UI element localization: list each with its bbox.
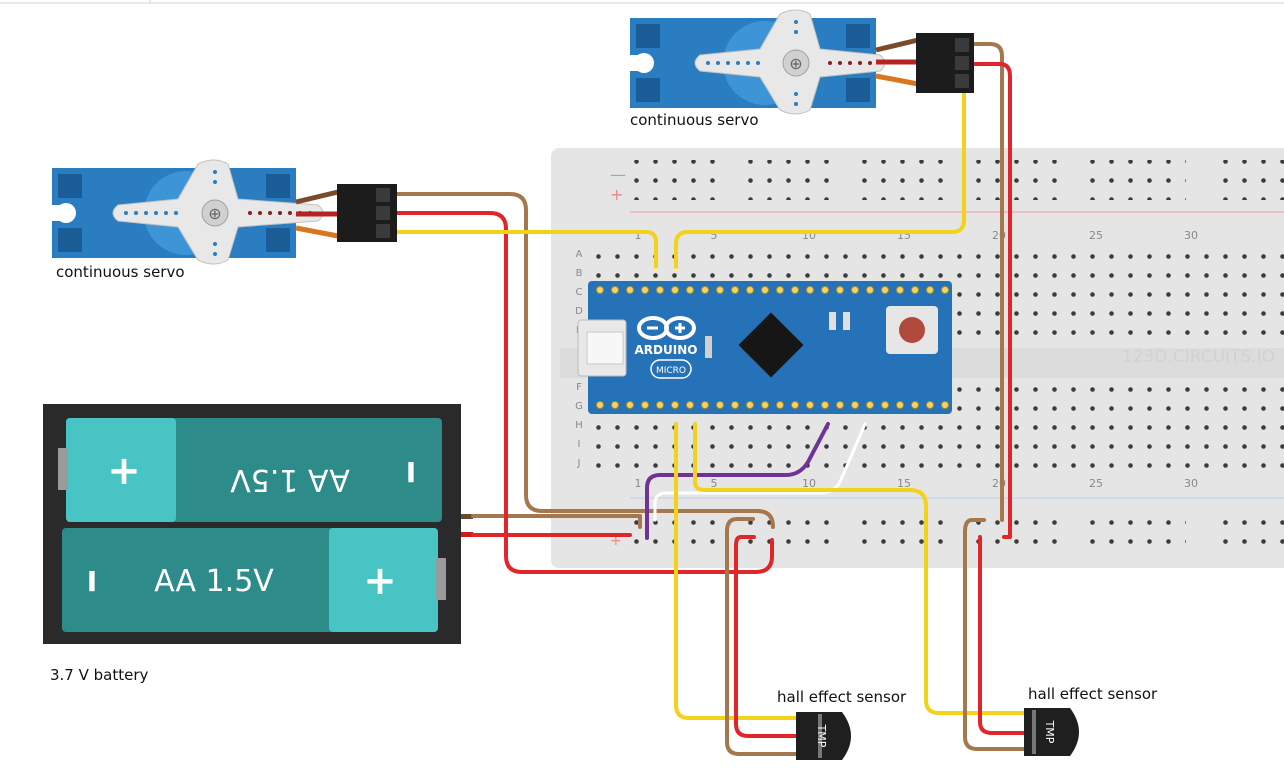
- col-number: 10: [802, 477, 816, 490]
- wire-hall-left-ground: [725, 517, 824, 756]
- wire-left-servo-signal: [395, 230, 658, 272]
- battery-cell-label-top: AA 1.5V: [230, 462, 350, 497]
- arduino-logo-icon: [637, 316, 696, 340]
- arduino-model: MICRO: [656, 366, 686, 376]
- battery-plus-bottom: +: [363, 558, 397, 604]
- rail-holes: [1086, 160, 1186, 200]
- battery-holder[interactable]: + AA 1.5V I I AA 1.5V +: [43, 404, 473, 644]
- rail-plus-label: +: [610, 185, 623, 204]
- col-number: 5: [711, 229, 718, 242]
- rail-minus-label: —: [610, 165, 626, 184]
- row-label: H: [575, 420, 583, 431]
- label-servo-top: continuous servo: [630, 111, 759, 129]
- row-label: F: [576, 382, 582, 393]
- row-label: I: [578, 439, 581, 450]
- sensor-chip-label: TMP: [1043, 720, 1056, 744]
- label-servo-left: continuous servo: [56, 263, 185, 281]
- col-number: 1: [635, 477, 642, 490]
- col-number: 30: [1184, 229, 1198, 242]
- row-label: B: [576, 268, 583, 279]
- mcu-chip: [738, 312, 804, 378]
- servo-top[interactable]: ⊕: [628, 9, 974, 115]
- wire-hall-left-signal: [674, 422, 822, 720]
- sensor-chip-label: TMP: [815, 724, 828, 748]
- battery-cell-label-bottom: AA 1.5V: [154, 564, 274, 599]
- row-label: G: [575, 401, 583, 412]
- wire-top-servo-signal: [674, 90, 966, 272]
- col-number: 5: [711, 477, 718, 490]
- servo-screw-icon: ⊕: [208, 204, 221, 223]
- arduino-brand: ARDUINO: [635, 343, 698, 357]
- rail-holes: [1215, 160, 1284, 200]
- servo-screw-icon: ⊕: [789, 54, 802, 73]
- rail-holes: [628, 160, 728, 200]
- wire-purple: [645, 422, 830, 540]
- wire-left-servo-ground: [395, 192, 775, 529]
- rail-holes: [743, 160, 843, 200]
- wire-left-servo-power: [395, 211, 774, 574]
- label-hall-left: hall effect sensor: [777, 688, 907, 706]
- hall-sensor-right[interactable]: TMP: [1024, 708, 1079, 756]
- wire-hall-right-signal: [693, 422, 1038, 715]
- rail-holes: [1086, 510, 1186, 550]
- arduino-micro[interactable]: ARDUINO MICRO: [577, 281, 952, 414]
- wire-top-servo-ground: [973, 42, 1004, 522]
- rail-plus-label-bottom: +: [610, 533, 622, 549]
- wire-white: [653, 422, 867, 522]
- battery-minus-bottom: I: [87, 565, 97, 598]
- label-hall-right: hall effect sensor: [1028, 685, 1158, 703]
- wire-hall-right-ground: [963, 518, 1038, 751]
- row-label: A: [576, 249, 583, 260]
- battery-minus-top: I: [406, 456, 416, 489]
- wires: [395, 42, 1038, 756]
- rail-holes: [971, 510, 1071, 550]
- battery-plus-top: +: [107, 448, 141, 494]
- servo-left[interactable]: ⊕: [50, 159, 397, 265]
- row-label: C: [576, 287, 583, 298]
- col-number: 30: [1184, 477, 1198, 490]
- wire-hall-right-power: [978, 535, 1038, 735]
- watermark: 123D.CIRCUITS.IO: [1122, 347, 1275, 367]
- col-number: 15: [897, 477, 911, 490]
- wire-hall-left-power: [734, 535, 824, 738]
- rail-holes: [971, 160, 1071, 200]
- rail-holes: [857, 160, 957, 200]
- col-number: 25: [1089, 477, 1103, 490]
- rail-holes: [743, 510, 843, 550]
- rail-holes: [1215, 510, 1284, 550]
- wire-top-servo-power: [973, 62, 1012, 539]
- row-label: J: [577, 458, 581, 469]
- row-label: D: [575, 306, 583, 317]
- hall-sensor-left[interactable]: TMP: [796, 712, 851, 760]
- col-number: 1: [635, 229, 642, 242]
- col-number: 25: [1089, 229, 1103, 242]
- rail-holes: [857, 510, 957, 550]
- wire-battery-ground: [471, 514, 642, 529]
- label-battery: 3.7 V battery: [50, 666, 149, 684]
